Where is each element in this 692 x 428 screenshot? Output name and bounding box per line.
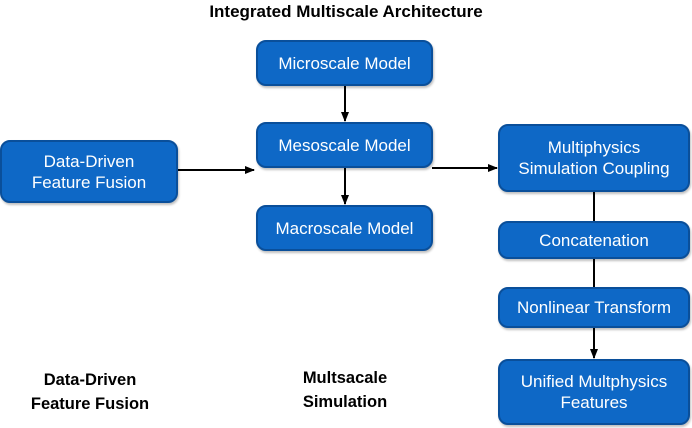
data-driven-section-caption: Data-Driven Feature Fusion bbox=[30, 371, 150, 413]
diagram-title: Integrated Multiscale Architecture bbox=[209, 2, 483, 21]
multiphysics-simulation-coupling-box: Multiphysics Simulation Coupling bbox=[498, 124, 690, 192]
data-driven-feature-fusion-box: Data-Driven Feature Fusion bbox=[0, 140, 178, 203]
nonlinear-transform-box: Nonlinear Transform bbox=[498, 287, 690, 328]
multiscale-simulation-section-caption: Multsacale Simulation bbox=[302, 369, 388, 411]
microscale-model-box: Microscale Model bbox=[256, 40, 433, 86]
macroscale-model-box: Macroscale Model bbox=[256, 205, 433, 251]
unified-multiphysics-features-box: Unified Multphysics Features bbox=[498, 359, 690, 425]
mesoscale-model-box: Mesoscale Model bbox=[256, 122, 433, 168]
concatenation-box: Concatenation bbox=[498, 221, 690, 259]
